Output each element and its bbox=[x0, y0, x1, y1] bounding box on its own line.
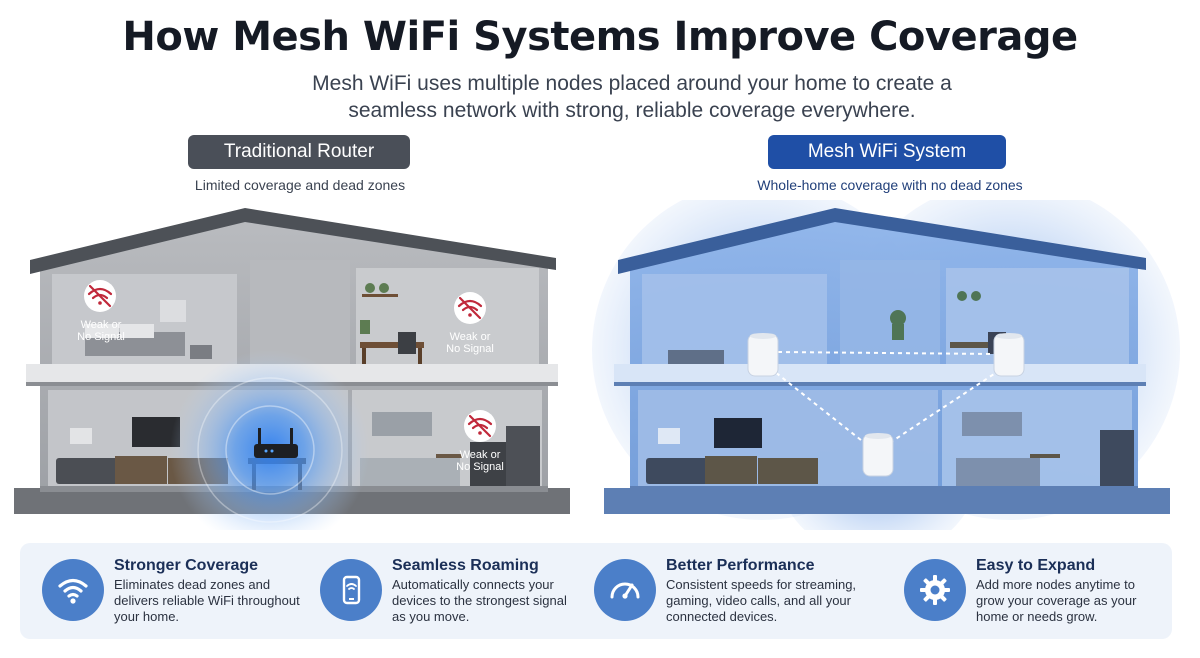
feature-desc: Add more nodes anytime to grow your cove… bbox=[976, 577, 1137, 624]
mesh-wifi-label: Mesh WiFi System bbox=[768, 135, 1006, 169]
mesh-node-1 bbox=[747, 333, 779, 377]
dead-zone-marker-2 bbox=[454, 292, 486, 324]
feature-title: Seamless Roaming bbox=[392, 557, 539, 574]
house-illustrations: Weak or No Signal Weak or No Signal Weak… bbox=[14, 200, 1180, 530]
feature-desc: Eliminates dead zones and delivers relia… bbox=[114, 577, 300, 624]
mesh-node-3 bbox=[862, 433, 894, 477]
weak-label-2b: No Signal bbox=[446, 343, 494, 355]
page-subtitle: Mesh WiFi uses multiple nodes placed aro… bbox=[0, 70, 1200, 124]
page-title: How Mesh WiFi Systems Improve Coverage bbox=[122, 14, 1078, 60]
weak-label-1b: No Signal bbox=[77, 331, 125, 343]
features-strip: Stronger Coverage Eliminates dead zones … bbox=[20, 543, 1172, 639]
weak-label-1a: Weak or bbox=[81, 319, 122, 331]
router-icon bbox=[254, 428, 298, 458]
mesh-wifi-caption: Whole-home coverage with no dead zones bbox=[757, 177, 1023, 193]
mesh-node-2 bbox=[993, 333, 1025, 377]
dead-zone-marker-3 bbox=[464, 410, 496, 442]
subtitle-line-1: Mesh WiFi uses multiple nodes placed aro… bbox=[312, 72, 952, 95]
traditional-router-label: Traditional Router bbox=[188, 135, 410, 169]
wifi-icon bbox=[42, 559, 104, 621]
weak-label-2a: Weak or bbox=[450, 331, 491, 343]
feature-desc: Consistent speeds for streaming, gaming,… bbox=[666, 577, 857, 624]
traditional-house: Weak or No Signal Weak or No Signal Weak… bbox=[14, 208, 570, 530]
feature-stronger-coverage: Stronger Coverage Eliminates dead zones … bbox=[42, 543, 312, 639]
feature-desc: Automatically connects your devices to t… bbox=[392, 577, 567, 624]
phone-icon bbox=[320, 559, 382, 621]
weak-label-3b: No Signal bbox=[456, 461, 504, 473]
mesh-links bbox=[769, 351, 1001, 445]
feature-seamless-roaming: Seamless Roaming Automatically connects … bbox=[320, 543, 590, 639]
dead-zone-marker-1 bbox=[84, 280, 116, 312]
feature-title: Better Performance bbox=[666, 557, 815, 574]
mesh-house bbox=[592, 200, 1180, 530]
speedometer-icon bbox=[594, 559, 656, 621]
subtitle-line-2: seamless network with strong, reliable c… bbox=[348, 99, 916, 122]
gear-icon bbox=[904, 559, 966, 621]
feature-better-performance: Better Performance Consistent speeds for… bbox=[594, 543, 884, 639]
feature-title: Easy to Expand bbox=[976, 557, 1096, 574]
router-signal-area bbox=[170, 350, 370, 530]
feature-title: Stronger Coverage bbox=[114, 557, 259, 574]
traditional-router-caption: Limited coverage and dead zones bbox=[194, 177, 406, 193]
weak-label-3a: Weak or bbox=[460, 449, 501, 461]
feature-easy-to-expand: Easy to Expand Add more nodes anytime to… bbox=[904, 543, 1172, 639]
